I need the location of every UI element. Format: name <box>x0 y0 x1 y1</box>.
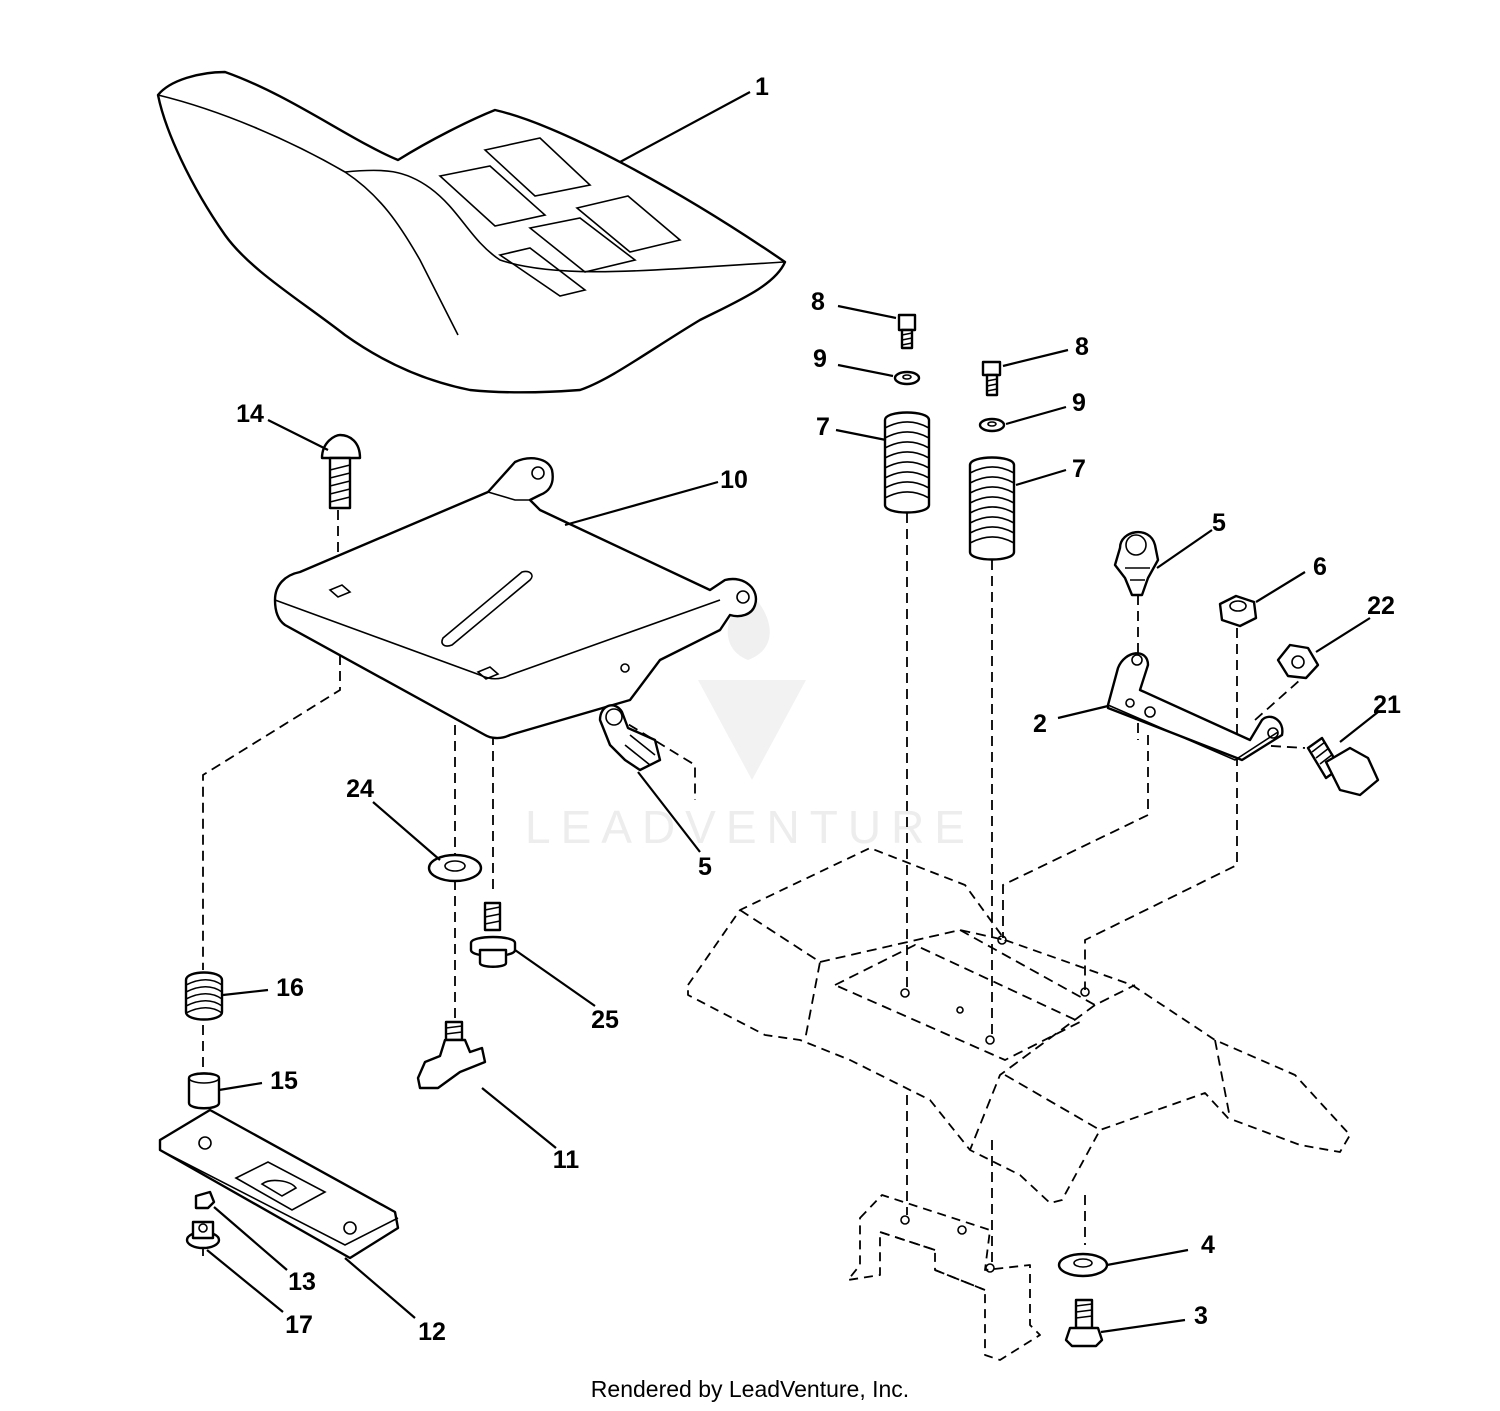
frame-ridge-5 <box>1004 1074 1101 1131</box>
seat-edge <box>344 169 786 273</box>
watermark-text: LEADVENTURE <box>525 801 975 853</box>
part-seat <box>156 70 787 394</box>
frame-lower-bracket <box>847 1194 1041 1361</box>
part-shoulder-bolt <box>469 901 517 968</box>
part-mounting-bracket <box>1106 652 1284 762</box>
frame-ridge-3 <box>959 929 1136 1007</box>
footer-credit: Rendered by LeadVenture, Inc. <box>590 1376 910 1402</box>
part-washer-9b <box>978 417 1006 433</box>
callout-3: 3 <box>1194 1302 1208 1330</box>
callout-9-left: 9 <box>813 345 827 373</box>
part-wire-clip-left <box>598 704 662 772</box>
frame-body-outline <box>687 847 1351 1204</box>
seat-pan-hinge-hole <box>736 590 750 604</box>
seat-pan-body <box>273 457 758 740</box>
frame-hole <box>956 1006 964 1014</box>
callouts: 1 2 3 4 5 5 6 7 7 8 8 9 9 10 11 12 13 14… <box>236 73 1401 1346</box>
part-spacer <box>187 1072 221 1110</box>
callout-17: 17 <box>285 1311 313 1339</box>
callout-8-left: 8 <box>811 288 825 316</box>
callout-15: 15 <box>270 1067 298 1095</box>
callout-9-right: 9 <box>1072 389 1086 417</box>
callout-10: 10 <box>720 466 748 494</box>
callout-12: 12 <box>418 1318 446 1346</box>
frame-lower-bracket-edge <box>879 1231 986 1291</box>
part-flange-nut-17 <box>185 1220 221 1250</box>
frame-hole <box>900 988 910 998</box>
callout-24: 24 <box>346 775 374 803</box>
frame-ridge-7 <box>1214 1039 1231 1119</box>
part-wire-clip-right <box>1113 530 1160 597</box>
callout-5-right: 5 <box>1212 509 1226 537</box>
callout-7-right: 7 <box>1072 455 1086 483</box>
callout-11: 11 <box>553 1146 580 1174</box>
frame-hole <box>957 1225 967 1235</box>
frame-hole <box>900 1215 910 1225</box>
part-washer-24 <box>427 853 483 883</box>
tractor-frame <box>687 847 1351 1361</box>
callout-8-right: 8 <box>1075 333 1089 361</box>
callout-4: 4 <box>1201 1231 1215 1259</box>
callout-16: 16 <box>276 974 304 1002</box>
seat-pan-slot <box>441 570 533 647</box>
part-nut-22 <box>1276 643 1320 680</box>
part-seat-pan <box>273 457 758 740</box>
leader-lines <box>206 91 1379 1334</box>
part-washer-4 <box>1057 1252 1109 1278</box>
frame-hole <box>997 935 1007 945</box>
seat-pan-hinge-hole <box>531 466 545 480</box>
seat-pan-hinge <box>487 491 530 501</box>
part-bracket-plate <box>158 1108 400 1260</box>
callout-21: 21 <box>1373 691 1401 719</box>
part-hex-bolt-8b <box>981 360 1002 397</box>
part-spring-16 <box>184 971 224 1021</box>
part-spring-7b <box>968 456 1016 561</box>
seat-pattern <box>438 137 682 297</box>
frame-ridge-4 <box>969 1004 1096 1151</box>
callout-7-left: 7 <box>816 413 830 441</box>
callout-22: 22 <box>1367 592 1395 620</box>
callout-14: 14 <box>236 400 264 428</box>
seat-pan-side-hole <box>620 663 630 673</box>
watermark-v-logo-icon <box>698 680 806 780</box>
part-spring-7a <box>883 411 931 514</box>
callout-2: 2 <box>1033 710 1047 738</box>
part-shoulder-bolt-21 <box>1306 736 1380 797</box>
part-hex-bolt-3 <box>1064 1298 1104 1348</box>
seat-pan-square-hole <box>476 666 500 680</box>
frame-hole <box>985 1035 995 1045</box>
part-nut-13 <box>194 1190 216 1210</box>
callout-1: 1 <box>755 73 769 101</box>
part-wing-knob <box>416 1020 487 1090</box>
part-carriage-bolt <box>320 433 362 510</box>
seat-pan-square-hole <box>328 584 352 598</box>
watermark: LEADVENTURE <box>525 590 975 853</box>
part-hex-bolt-8a <box>897 313 917 350</box>
callout-13: 13 <box>288 1268 316 1296</box>
frame-hole <box>985 1263 995 1273</box>
callout-25: 25 <box>591 1006 619 1034</box>
seat-edge <box>157 94 459 336</box>
callout-6: 6 <box>1313 553 1327 581</box>
seat-pan-top-edge <box>274 599 721 680</box>
part-lock-nut <box>1218 594 1258 628</box>
callout-5-left: 5 <box>698 853 712 881</box>
frame-ridge-1 <box>739 909 821 1041</box>
part-washer-9a <box>893 370 921 386</box>
frame-ridge-6 <box>832 944 1083 1061</box>
